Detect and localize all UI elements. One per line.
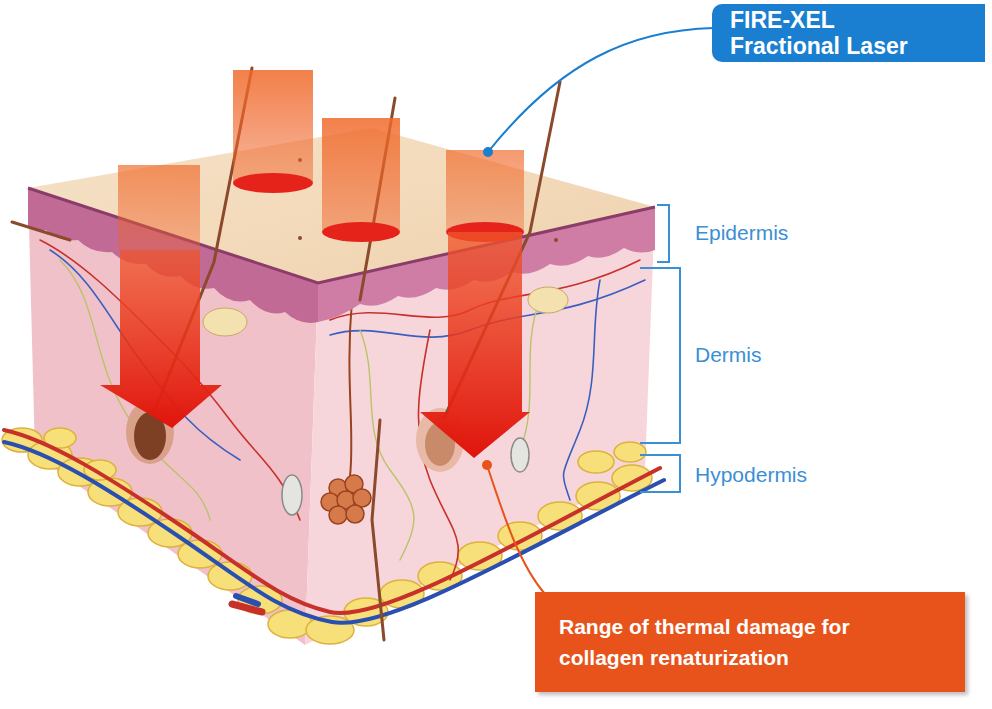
pore	[554, 238, 558, 242]
laser-beam	[322, 118, 400, 232]
layer-bracket	[657, 205, 669, 262]
hair	[372, 420, 384, 640]
layer-label: Dermis	[695, 342, 762, 368]
leader-line	[487, 465, 545, 594]
laser-beams	[100, 70, 530, 458]
laser-spot	[233, 173, 313, 193]
sweat-gland	[321, 300, 371, 524]
pacinian-corpuscle	[282, 475, 302, 515]
sebaceous-gland	[203, 308, 247, 336]
callout-box: Range of thermal damage for collagen ren…	[535, 592, 965, 692]
gland-coil	[329, 506, 347, 524]
laser-beam	[233, 70, 313, 183]
penetration-arrow	[420, 232, 530, 458]
callout-text: Range of thermal damage for collagen ren…	[559, 611, 919, 673]
laser-beam	[118, 165, 200, 250]
artery	[4, 430, 660, 613]
capillary	[563, 280, 600, 500]
nerve	[520, 300, 540, 450]
layer-label: Epidermis	[695, 220, 788, 246]
hairs	[12, 68, 560, 640]
leader-line	[488, 28, 714, 152]
fat-cell	[208, 562, 252, 590]
layer-bracket	[640, 268, 680, 443]
callout-text: FIRE-XEL Fractional Laser	[730, 7, 930, 59]
penetration-arrow	[100, 250, 222, 428]
fat-cell	[578, 451, 614, 473]
sweat-duct	[349, 300, 352, 476]
sebaceous-gland	[528, 287, 568, 313]
layer-label: Hypodermis	[695, 462, 807, 488]
gland-coil	[346, 505, 364, 523]
fat-cell	[614, 442, 646, 462]
pore	[298, 236, 302, 240]
layer-bracket	[640, 455, 680, 492]
pacinian-corpuscle	[511, 438, 529, 472]
callout-box: FIRE-XEL Fractional Laser	[712, 4, 985, 62]
hair	[12, 222, 70, 240]
laser-spot	[322, 222, 400, 242]
vein-stub	[236, 596, 258, 604]
laser-beam	[446, 150, 524, 232]
nerve	[360, 330, 414, 560]
